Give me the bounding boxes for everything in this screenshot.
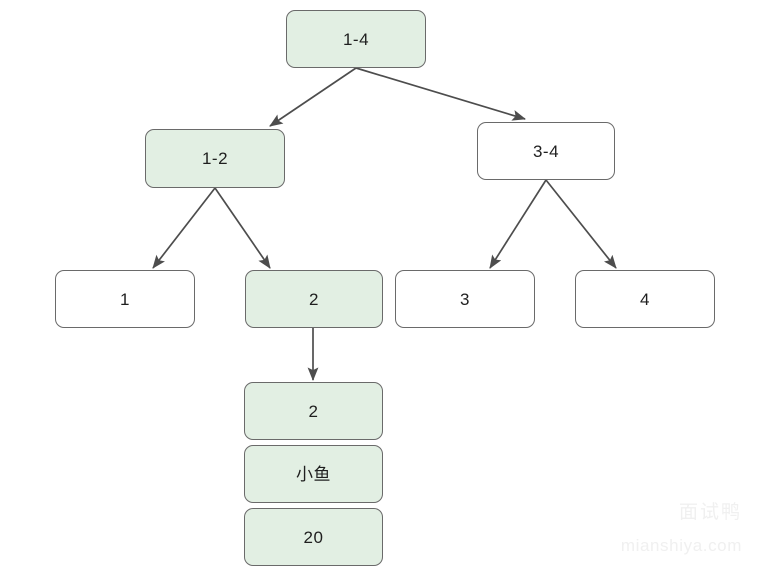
edge-root-to-12 [269, 67, 357, 127]
node-label: 1 [120, 289, 130, 309]
node-root-1-4[interactable]: 1-4 [286, 10, 426, 68]
node-leaf-3[interactable]: 3 [395, 270, 535, 328]
watermark-brand-url: mianshiya.com [620, 536, 742, 555]
edge-34-to-leaf4 [545, 179, 617, 269]
node-label: 4 [640, 289, 650, 309]
node-label: 1-2 [201, 149, 229, 168]
edge-12-to-leaf1 [152, 187, 216, 269]
node-leaf-1[interactable]: 1 [55, 270, 195, 328]
node-1-2[interactable]: 1-2 [145, 129, 285, 188]
node-label: 小鱼 [296, 464, 331, 484]
node-label: 2 [309, 289, 319, 309]
node-label: 3-4 [532, 141, 560, 161]
edge-34-to-leaf3 [489, 179, 547, 269]
edge-12-to-leaf2 [214, 187, 271, 269]
node-entry-name[interactable]: 小鱼 [244, 445, 383, 503]
node-3-4[interactable]: 3-4 [477, 122, 615, 180]
node-entry-id[interactable]: 2 [244, 382, 383, 440]
node-leaf-2[interactable]: 2 [245, 270, 383, 328]
node-label: 20 [303, 527, 324, 547]
node-entry-value[interactable]: 20 [244, 508, 383, 566]
watermark-brand-cn: 面试鸭 [678, 502, 742, 523]
edge-root-to-34 [355, 67, 526, 121]
node-label: 1-4 [342, 29, 370, 49]
node-leaf-4[interactable]: 4 [575, 270, 715, 328]
node-label: 2 [308, 401, 319, 421]
node-label: 3 [460, 289, 470, 309]
